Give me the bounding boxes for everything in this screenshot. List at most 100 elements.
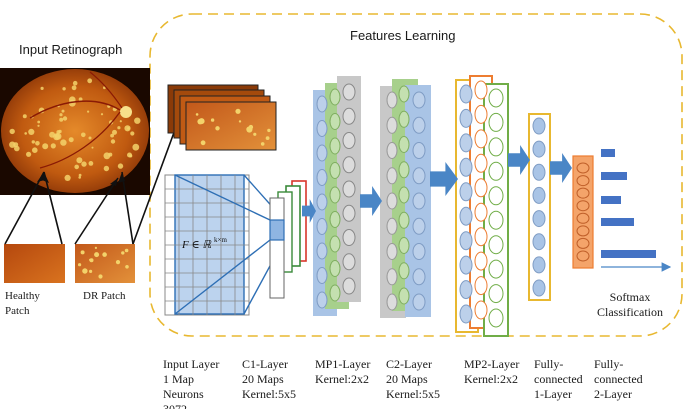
- patch-stack: [167, 84, 277, 151]
- neuron-ellipse: [386, 192, 398, 210]
- lesion-spot: [81, 132, 86, 138]
- lesion-spot: [115, 260, 121, 265]
- neuron-ellipse: [412, 268, 426, 286]
- neuron-ellipse: [532, 279, 546, 297]
- lesion-spot: [210, 118, 215, 122]
- mp2-neurons: [459, 80, 504, 328]
- layer-label-c2: C2-Layer 20 Maps Kernel:5x5: [386, 357, 440, 401]
- neuron-ellipse: [329, 235, 341, 253]
- layer-label-mp2: MP2-Layer Kernel:2x2: [464, 357, 520, 386]
- neuron-ellipse: [342, 83, 356, 101]
- neuron-ellipse: [459, 206, 473, 226]
- convolution-projection-lines: [174, 174, 285, 315]
- lesion-spot: [54, 133, 62, 140]
- features-learning-title: Features Learning: [350, 28, 456, 43]
- lesion-spot: [89, 269, 93, 273]
- neuron-ellipse: [342, 204, 356, 222]
- neuron-ellipse: [342, 132, 356, 149]
- lesion-spot: [71, 85, 77, 91]
- lesion-spot: [13, 145, 20, 152]
- neuron-ellipse: [316, 193, 328, 211]
- neuron-ellipse: [488, 284, 504, 304]
- lesion-spot: [89, 258, 92, 261]
- neuron-ellipse: [576, 250, 590, 262]
- neuron-ellipse: [488, 235, 504, 255]
- fc1-neurons: [532, 117, 546, 297]
- arrow-right-icon: [508, 145, 530, 175]
- dr-patch-lesions: [78, 246, 129, 279]
- lesion-spot: [32, 147, 38, 153]
- neuron-ellipse: [412, 192, 426, 210]
- neuron-ellipse: [412, 91, 426, 109]
- neuron-ellipse: [412, 142, 426, 159]
- neuron-ellipse: [532, 163, 546, 181]
- input-retinograph-title: Input Retinograph: [19, 42, 123, 57]
- neuron-ellipse: [329, 211, 341, 228]
- neuron-ellipse: [532, 140, 546, 158]
- neuron-ellipse: [532, 117, 546, 135]
- neuron-ellipse: [532, 210, 546, 228]
- neuron-ellipse: [532, 186, 546, 204]
- neuron-ellipse: [398, 136, 410, 153]
- lesion-spot: [9, 141, 16, 148]
- lesion-spot: [238, 120, 242, 123]
- neuron-ellipse: [459, 108, 473, 128]
- neuron-ellipse: [342, 253, 356, 271]
- neuron-ellipse: [459, 133, 473, 153]
- neuron-ellipse: [342, 107, 356, 125]
- lesion-spot: [37, 120, 41, 124]
- lesion-spot: [9, 128, 15, 135]
- lesion-spot: [103, 165, 110, 172]
- neuron-ellipse: [386, 116, 398, 134]
- neuron-ellipse: [329, 284, 341, 302]
- lesion-spot: [117, 163, 124, 169]
- softmax-bars: [601, 149, 656, 258]
- neuron-ellipse: [532, 233, 546, 251]
- neuron-ellipse: [459, 280, 473, 300]
- arrow-right-icons: [302, 145, 572, 223]
- lesion-spot: [31, 140, 35, 144]
- neuron-ellipse: [412, 217, 426, 235]
- neuron-ellipse: [576, 225, 590, 237]
- layer-label-input: Input Layer 1 Map Neurons 3072: [163, 357, 220, 409]
- fc2-neurons: [576, 162, 590, 262]
- neuron-ellipse: [386, 142, 398, 159]
- lesion-spot: [56, 130, 61, 134]
- lesion-spot: [110, 133, 114, 138]
- lesion-spot: [78, 263, 82, 267]
- neuron-ellipse: [576, 187, 590, 199]
- lesion-spot: [132, 143, 140, 151]
- lesion-spot: [35, 141, 40, 146]
- layer-label-mp1: MP1-Layer Kernel:2x2: [315, 357, 371, 386]
- neuron-ellipse: [412, 243, 426, 260]
- patch-stack-lesions: [195, 108, 271, 146]
- lesion-spot: [60, 139, 67, 146]
- lesion-spot: [265, 136, 270, 141]
- neuron-ellipse: [488, 137, 504, 157]
- lesion-spot: [130, 131, 135, 136]
- neuron-ellipse: [398, 211, 410, 229]
- lesion-spot: [94, 246, 97, 249]
- neuron-ellipse: [474, 227, 488, 247]
- neuron-ellipse: [342, 156, 356, 174]
- mp1-neurons: [316, 83, 356, 309]
- lesion-spot: [40, 86, 44, 90]
- arrow-right-icon: [550, 153, 572, 183]
- lesion-spot: [248, 124, 254, 130]
- lesion-spot: [198, 118, 205, 125]
- neuron-ellipse: [459, 182, 473, 202]
- neuron-ellipse: [576, 212, 590, 224]
- optic-disc: [120, 106, 132, 118]
- lesion-spot: [260, 142, 265, 146]
- neuron-ellipse: [488, 161, 504, 181]
- neuron-ellipse: [576, 162, 590, 174]
- features-learning-boundary: [149, 13, 683, 337]
- lesion-spot: [124, 248, 129, 253]
- lesion-spot: [134, 117, 141, 124]
- neuron-ellipse: [329, 137, 341, 155]
- neuron-ellipse: [488, 112, 504, 132]
- neuron-ellipse: [329, 260, 341, 277]
- softmax-classification-label: Softmax Classification: [597, 290, 663, 319]
- lesion-spot: [37, 124, 40, 127]
